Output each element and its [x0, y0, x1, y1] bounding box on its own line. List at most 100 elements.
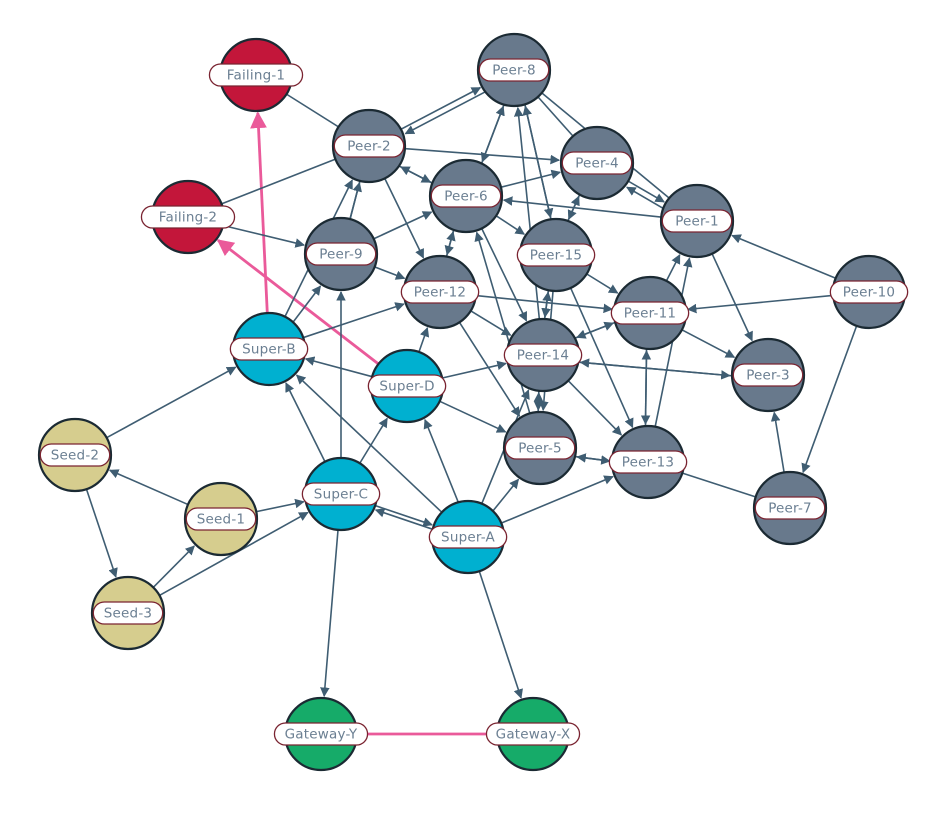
node-label-peer-14: Peer-14 — [503, 343, 583, 367]
node-label-failing-1: Failing-1 — [208, 63, 304, 87]
graph-edge — [108, 469, 190, 506]
graph-edge — [523, 103, 554, 219]
edges-layer — [85, 86, 858, 736]
node-label-seed-3: Seed-3 — [92, 601, 164, 625]
node-label-peer-11: Peer-11 — [610, 301, 690, 325]
node-label-peer-15: Peer-15 — [516, 243, 596, 267]
node-label-pill — [829, 280, 909, 304]
graph-edge — [438, 400, 507, 433]
graph-edge — [542, 291, 552, 321]
node-label-super-a: Super-A — [428, 525, 508, 549]
node-label-pill — [229, 337, 309, 361]
graph-edge — [152, 545, 195, 589]
graph-edge — [383, 177, 425, 259]
node-label-gateway-y: Gateway-Y — [273, 722, 369, 746]
node-label-peer-8: Peer-8 — [478, 58, 550, 82]
graph-edge — [576, 453, 613, 463]
graph-edge — [801, 324, 858, 474]
node-label-pill — [430, 184, 502, 208]
graph-edge — [480, 227, 528, 322]
node-label-pill — [485, 722, 581, 746]
graph-edge — [373, 265, 406, 280]
graph-edge — [85, 487, 118, 578]
graph-edge — [686, 294, 835, 314]
node-label-peer-13: Peer-13 — [608, 450, 688, 474]
graph-edge — [569, 286, 634, 429]
graph-edge — [285, 382, 327, 464]
graph-edge — [474, 294, 614, 314]
graph-edge — [579, 358, 733, 377]
node-label-gateway-x: Gateway-X — [485, 722, 581, 746]
node-label-peer-12: Peer-12 — [400, 280, 480, 304]
graph-edge — [295, 374, 444, 514]
node-label-pill — [610, 301, 690, 325]
graph-edge — [374, 508, 434, 531]
node-label-pill — [333, 134, 405, 158]
graph-edge — [502, 196, 663, 219]
node-label-pill — [608, 450, 688, 474]
node-label-pill — [140, 205, 236, 229]
graph-edge — [469, 309, 512, 336]
graph-edge — [304, 356, 374, 378]
graph-edge — [499, 169, 562, 189]
graph-edge — [358, 417, 388, 465]
graph-edge — [566, 379, 623, 436]
graph-edge — [626, 179, 665, 203]
graph-edge — [373, 504, 433, 527]
graph-edge — [458, 321, 521, 417]
node-label-pill — [428, 525, 508, 549]
graph-edge — [372, 211, 433, 240]
node-label-pill — [732, 363, 804, 387]
graph-edge — [440, 360, 507, 380]
node-label-peer-2: Peer-2 — [333, 134, 405, 158]
node-label-peer-5: Peer-5 — [504, 436, 576, 460]
graph-edge — [301, 302, 405, 339]
graph-edge — [480, 103, 506, 163]
node-label-super-b: Super-B — [229, 337, 309, 361]
graph-edge — [641, 350, 652, 427]
graph-edge — [680, 328, 736, 359]
graph-edge — [573, 321, 615, 340]
graph-edge — [731, 234, 837, 280]
node-label-pill — [754, 496, 826, 520]
graph-edge — [710, 252, 753, 342]
graph-edge — [654, 257, 693, 428]
node-label-peer-7: Peer-7 — [754, 496, 826, 520]
graph-edge — [320, 528, 339, 698]
node-label-super-c: Super-C — [301, 482, 381, 506]
node-label-pill — [561, 151, 633, 175]
graph-edge — [399, 86, 482, 131]
graph-edge — [626, 186, 665, 210]
node-label-seed-1: Seed-1 — [185, 507, 257, 531]
graph-edge — [478, 569, 523, 699]
graph-edge — [566, 195, 580, 223]
graph-edge — [491, 478, 520, 513]
graph-edge — [536, 95, 575, 138]
graph-edge — [400, 166, 434, 185]
node-label-pill — [400, 280, 480, 304]
node-label-pill — [39, 443, 111, 467]
graph-edge — [158, 511, 309, 597]
graph-edge — [417, 326, 430, 354]
graph-edge — [255, 498, 305, 513]
graph-edge — [681, 472, 757, 498]
nodes-layer — [37, 32, 907, 772]
node-label-super-d: Super-D — [367, 374, 447, 398]
graph-edge — [216, 239, 381, 366]
node-label-pill — [185, 507, 257, 531]
node-label-pill — [367, 374, 447, 398]
node-label-pill — [305, 242, 377, 266]
node-label-seed-2: Seed-2 — [39, 443, 111, 467]
node-label-pill — [516, 243, 596, 267]
graph-edge — [105, 366, 237, 439]
node-label-pill — [661, 209, 733, 233]
graph-edge — [220, 158, 337, 205]
node-label-pill — [503, 343, 583, 367]
graph-edge — [494, 214, 526, 235]
graph-edge — [423, 418, 460, 504]
node-label-pill — [92, 601, 164, 625]
graph-edge — [513, 106, 541, 321]
graph-edge — [770, 411, 786, 474]
